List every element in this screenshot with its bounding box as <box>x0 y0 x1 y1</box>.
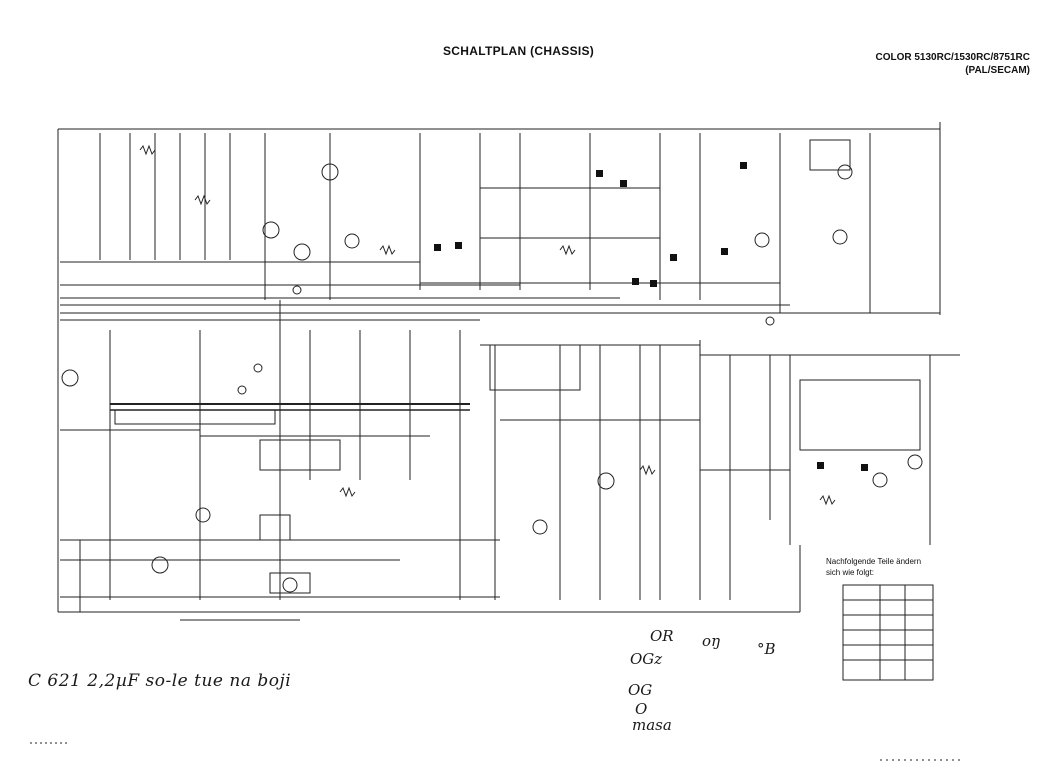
transistor-symbol <box>344 233 360 249</box>
model-designation: COLOR 5130RC/1530RC/8751RC (PAL/SECAM) <box>875 51 1030 77</box>
ic-block-2 <box>489 344 581 391</box>
model-line-2: (PAL/SECAM) <box>965 65 1030 76</box>
circled-number <box>292 285 302 295</box>
handwritten-label: OR <box>650 627 674 645</box>
handwritten-label: OG <box>628 681 653 699</box>
filled-square-marker <box>632 278 639 285</box>
filled-square-marker <box>721 248 728 255</box>
parts-table <box>842 584 934 681</box>
notice-line-1: Nachfolgende Teile ändern <box>826 557 922 566</box>
filled-square-marker <box>596 170 603 177</box>
parts-change-notice: Nachfolgende Teile ändern sich wie folgt… <box>826 556 966 578</box>
transistor-symbol <box>754 232 770 248</box>
handwritten-label: °B <box>757 640 776 658</box>
circled-number <box>253 363 263 373</box>
filled-square-marker <box>861 464 868 471</box>
transistor-symbol <box>61 369 79 387</box>
ic-block-5 <box>799 379 921 451</box>
handwritten-note: C 621 2,2µF so-le tue na boji <box>28 671 292 691</box>
circled-number <box>765 316 775 326</box>
transistor-symbol <box>597 472 615 490</box>
transistor-symbol <box>907 454 923 470</box>
transistor-symbol <box>195 507 211 523</box>
handwritten-label: O <box>635 700 648 718</box>
filled-square-marker <box>620 180 627 187</box>
circled-number <box>237 385 247 395</box>
transistor-symbol <box>532 519 548 535</box>
ic-block-1 <box>479 187 661 239</box>
filled-square-marker <box>670 254 677 261</box>
ic-block-6 <box>809 139 851 171</box>
handwritten-label: oŋ <box>702 632 721 650</box>
ic-block-3 <box>114 409 276 425</box>
filled-square-marker <box>434 244 441 251</box>
transistor-symbol <box>262 221 280 239</box>
ic-block-8 <box>259 514 291 541</box>
handwritten-label: OGz <box>630 650 663 668</box>
model-line-1: COLOR 5130RC/1530RC/8751RC <box>875 52 1030 63</box>
transistor-symbol <box>293 243 311 261</box>
transistor-symbol <box>832 229 848 245</box>
ic-block-7 <box>269 572 311 594</box>
notice-line-2: sich wie folgt: <box>826 568 875 577</box>
filled-square-marker <box>740 162 747 169</box>
page-title: SCHALTPLAN (CHASSIS) <box>443 44 595 58</box>
handwritten-label: masa <box>632 716 672 734</box>
transistor-symbol <box>321 163 339 181</box>
transistor-symbol <box>837 164 853 180</box>
ic-block-4 <box>259 439 341 471</box>
filled-square-marker <box>817 462 824 469</box>
filled-square-marker <box>650 280 657 287</box>
transistor-symbol <box>282 577 298 593</box>
filled-square-marker <box>455 242 462 249</box>
transistor-symbol <box>151 556 169 574</box>
transistor-symbol <box>872 472 888 488</box>
